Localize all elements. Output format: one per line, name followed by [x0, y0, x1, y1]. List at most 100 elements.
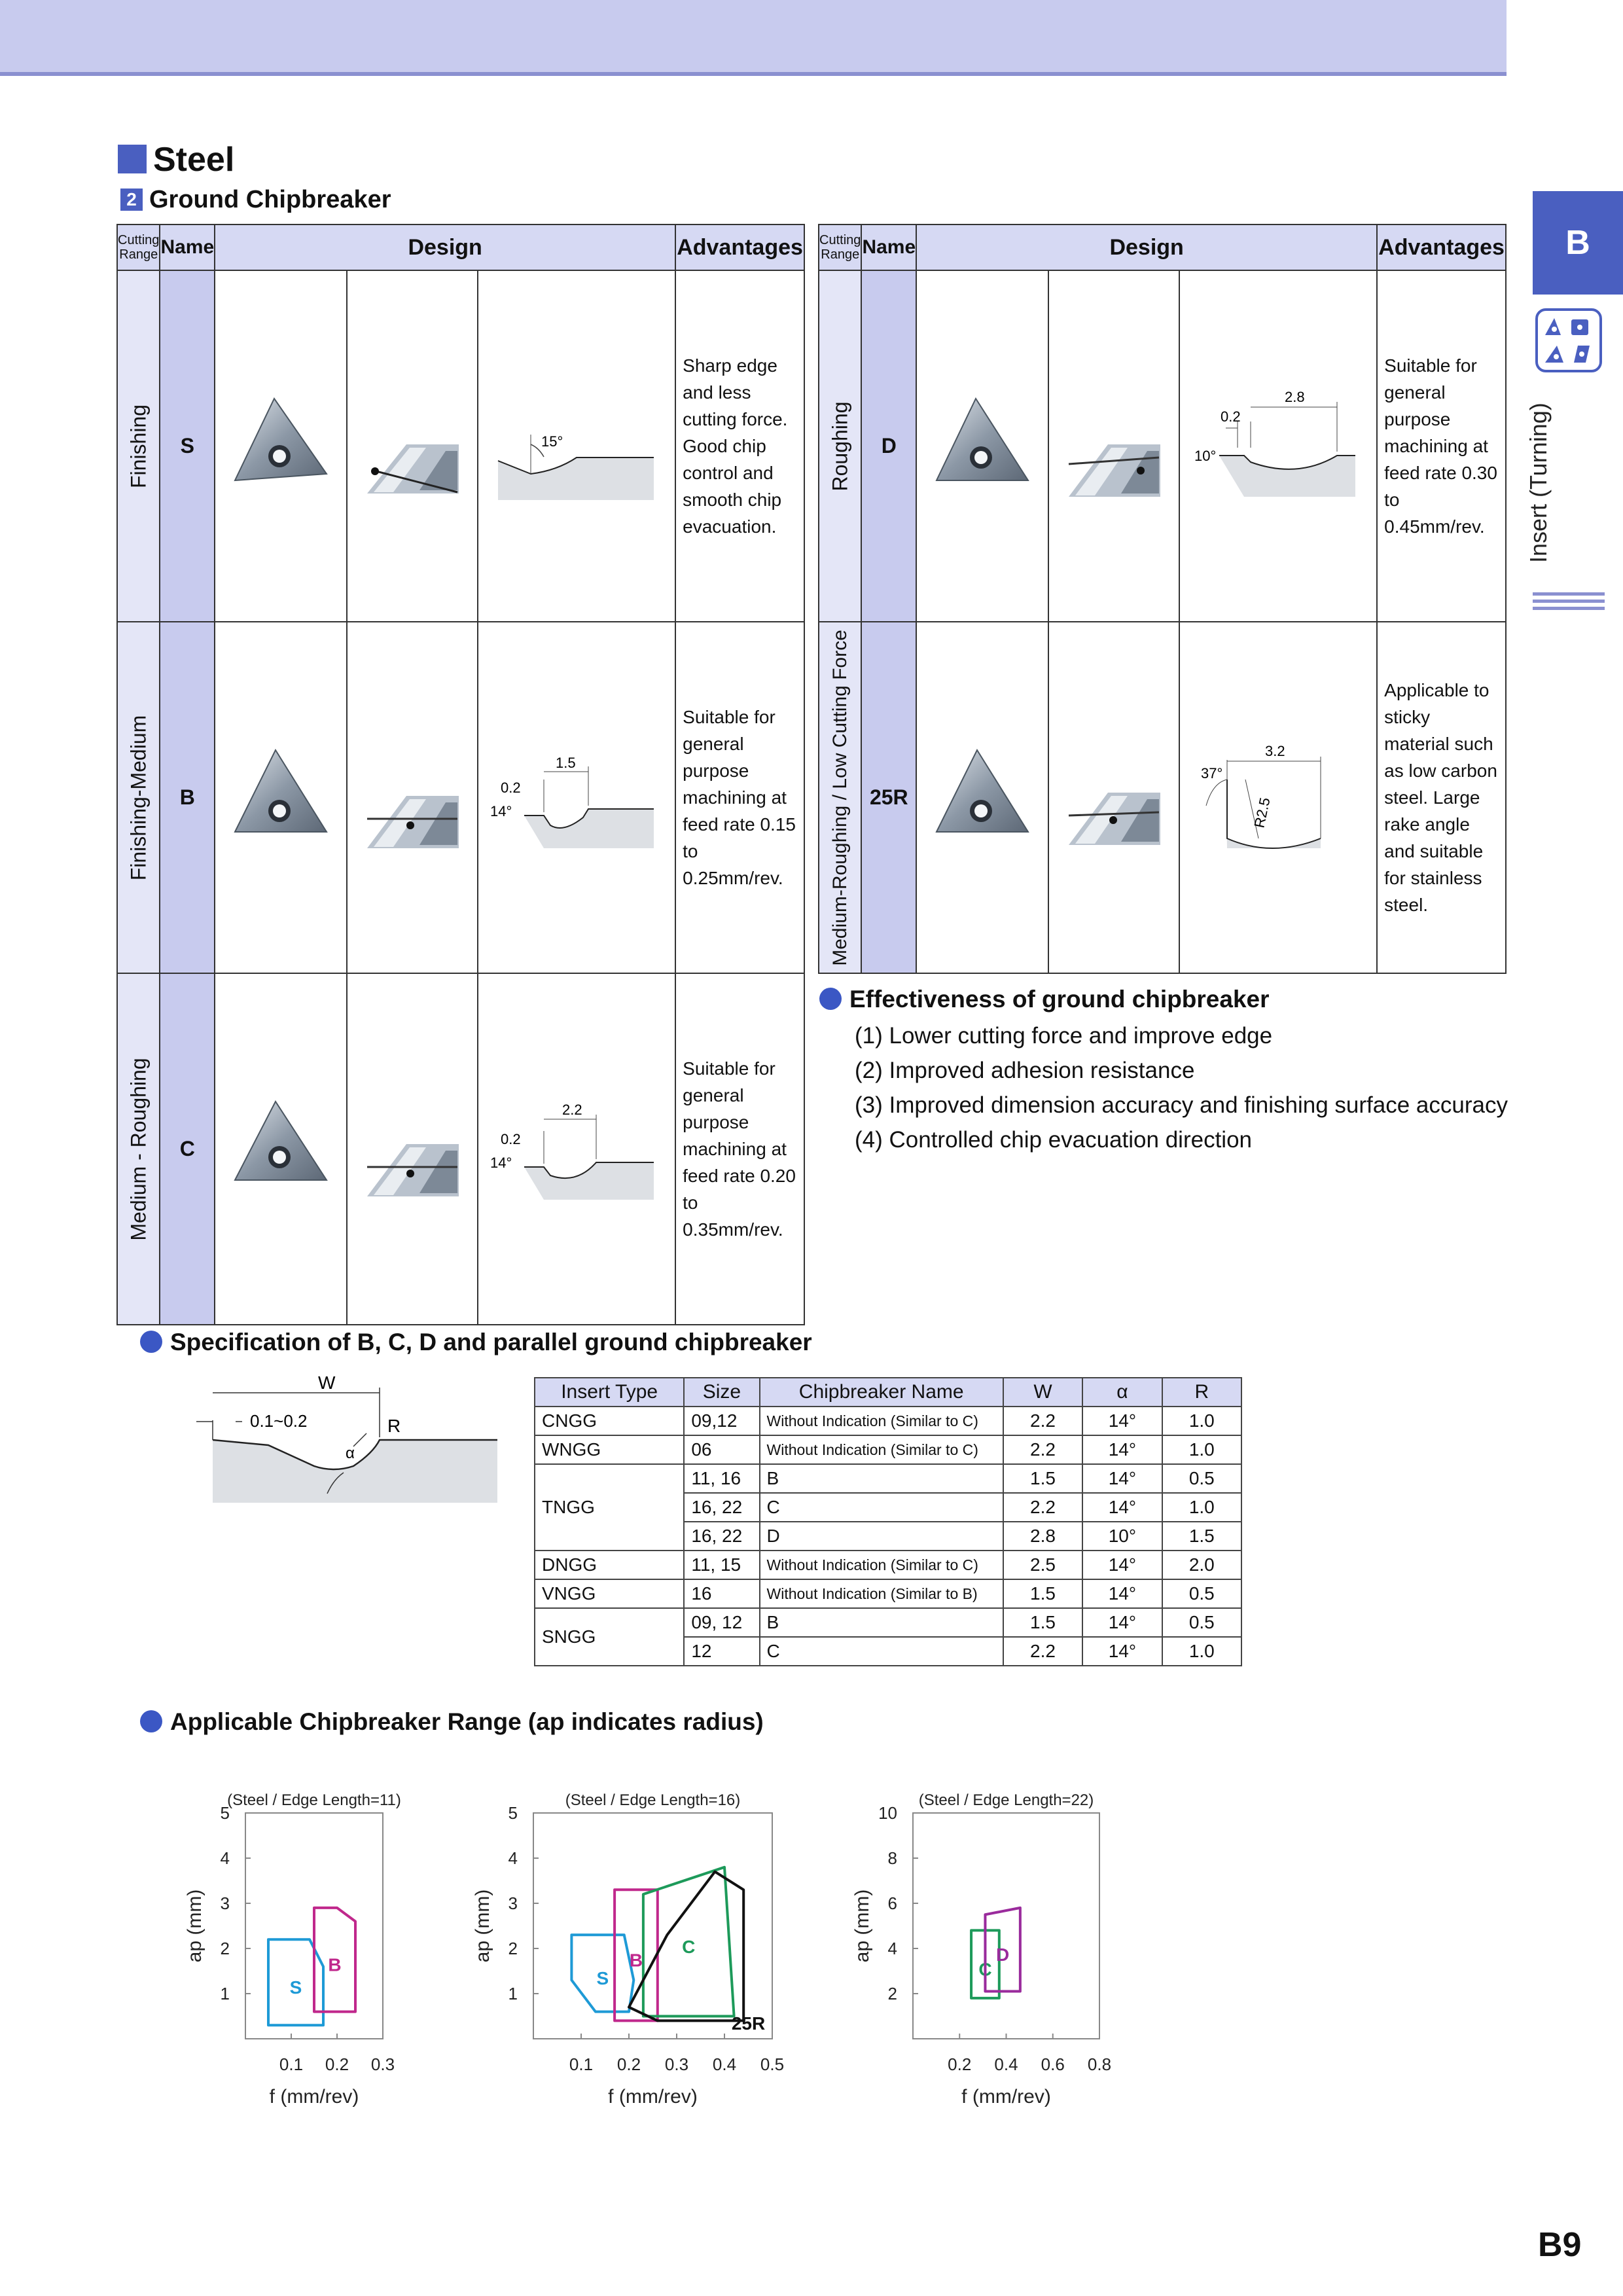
- col-insert-type: Insert Type: [533, 1377, 685, 1407]
- plot-frame: [245, 1812, 383, 2039]
- x-tick-label: 0.1: [279, 2054, 303, 2074]
- spec-profile-diagram: W 0.1~0.2 R α: [196, 1374, 497, 1503]
- table-row: Roughing D 2.8: [817, 270, 1507, 622]
- list-item: (2) Improved adhesion resistance: [855, 1058, 1195, 1083]
- series-label-s: S: [290, 1977, 302, 1998]
- section-drawing: 2.2 0.2 14°: [477, 973, 677, 1325]
- y-tick-label: 3: [508, 1893, 518, 1913]
- spec-title: Specification of B, C, D and parallel gr…: [140, 1329, 812, 1356]
- x-tick-label: 0.4: [994, 2054, 1018, 2074]
- advantages-text: Suitable for general purpose machining a…: [675, 621, 805, 974]
- cutting-range-label: Medium-Roughing / Low Cutting Force: [829, 629, 851, 966]
- edge-closeup: [1048, 270, 1181, 622]
- x-tick-label: 0.6: [1041, 2054, 1065, 2074]
- x-axis-label: f (mm/rev): [961, 2086, 1051, 2108]
- insert-photo: [916, 621, 1050, 974]
- chipbreaker-table-right: Cutting Range Name Design Advantages Rou…: [817, 224, 1507, 974]
- section-tab: B: [1533, 191, 1623, 295]
- list-item: (3) Improved dimension accuracy and fini…: [855, 1092, 1508, 1118]
- col-advantages: Advantages: [1376, 224, 1507, 271]
- y-axis-label: ap (mm): [184, 1890, 205, 1963]
- side-label: Insert (Turning): [1525, 403, 1552, 563]
- advantages-text: Suitable for general purpose machining a…: [675, 973, 805, 1325]
- series-label-b: B: [328, 1955, 341, 1975]
- dim-r: R: [387, 1416, 401, 1436]
- y-tick-label: 5: [508, 1803, 518, 1823]
- table-row: Finishing S 15° Sharp edge and les: [116, 270, 805, 622]
- dim-land: 0.2: [501, 1131, 521, 1147]
- y-tick-label: 2: [508, 1939, 518, 1958]
- dim-w: W: [318, 1374, 336, 1393]
- dim-land: 0.2: [1221, 408, 1241, 425]
- dim-angle: 14°: [490, 803, 512, 819]
- title-square-icon: [118, 145, 147, 173]
- col-r: R: [1161, 1377, 1243, 1407]
- table-row: Finishing-Medium B 1.5 0.2: [116, 621, 805, 974]
- x-tick-label: 0.5: [760, 2054, 784, 2074]
- range-region-25r: [628, 1870, 745, 2022]
- col-design: Design: [916, 224, 1378, 271]
- insert-photo: [214, 973, 348, 1325]
- edge-closeup: [1048, 621, 1181, 974]
- range-region-d: [984, 1906, 1022, 1993]
- page-number: B9: [1538, 2226, 1582, 2264]
- x-tick-label: 0.2: [948, 2054, 971, 2074]
- range-region-b: [313, 1906, 357, 2013]
- y-tick-label: 6: [888, 1893, 897, 1913]
- insert-photo: [916, 270, 1050, 622]
- chipbreaker-name: B: [159, 621, 216, 974]
- section-drawing: 2.8 0.2 10°: [1179, 270, 1378, 622]
- cutting-range-label: Medium - Roughing: [126, 1057, 151, 1241]
- dim-angle: 15°: [541, 433, 563, 450]
- range-title: Applicable Chipbreaker Range (ap indicat…: [140, 1708, 764, 1736]
- x-tick-label: 0.3: [371, 2054, 395, 2074]
- col-w: W: [1002, 1377, 1084, 1407]
- edge-closeup: [346, 621, 479, 974]
- col-cutting-range: Cutting Range: [817, 224, 863, 271]
- y-tick-label: 5: [221, 1803, 230, 1823]
- dim-width: 3.2: [1265, 743, 1285, 759]
- range-region-c: [641, 1865, 736, 2018]
- col-cutting-range: Cutting Range: [116, 224, 161, 271]
- insert-photo: [214, 621, 348, 974]
- effectiveness-list: (1) Lower cutting force and improve edge…: [855, 1018, 1508, 1157]
- insert-icon: [1535, 308, 1602, 372]
- cutting-range-label: Finishing-Medium: [126, 715, 151, 880]
- y-axis-label: ap (mm): [851, 1890, 873, 1963]
- chart-title: (Steel / Edge Length=22): [919, 1791, 1094, 1809]
- y-tick-label: 4: [221, 1848, 230, 1868]
- col-size: Size: [683, 1377, 760, 1407]
- cutting-range-label: Finishing: [126, 404, 151, 488]
- section-drawing: 1.5 0.2 14°: [477, 621, 677, 974]
- y-axis-label: ap (mm): [472, 1890, 493, 1963]
- col-name: Name: [861, 224, 918, 271]
- chipbreaker-name: S: [159, 270, 216, 622]
- x-tick-label: 0.8: [1088, 2054, 1111, 2074]
- list-item: (4) Controlled chip evacuation direction: [855, 1127, 1252, 1153]
- y-tick-label: 3: [221, 1893, 230, 1913]
- x-tick-label: 0.1: [569, 2054, 593, 2074]
- x-axis-label: f (mm/rev): [270, 2086, 359, 2108]
- y-tick-label: 4: [888, 1939, 897, 1958]
- cutting-range-label: Roughing: [828, 401, 852, 491]
- dim-angle: 10°: [1194, 448, 1216, 464]
- dim-width: 1.5: [556, 755, 576, 771]
- chipbreaker-name: C: [159, 973, 216, 1325]
- advantages-text: Suitable for general purpose machining a…: [1376, 270, 1507, 622]
- bullet-dot-icon: [140, 1331, 162, 1353]
- col-alpha: α: [1082, 1377, 1163, 1407]
- x-tick-label: 0.2: [617, 2054, 641, 2074]
- range-region-c: [970, 1929, 1001, 2000]
- series-label-25r: 25R: [732, 2013, 765, 2034]
- chipbreaker-name: D: [861, 270, 918, 622]
- series-label-d: D: [996, 1945, 1009, 1965]
